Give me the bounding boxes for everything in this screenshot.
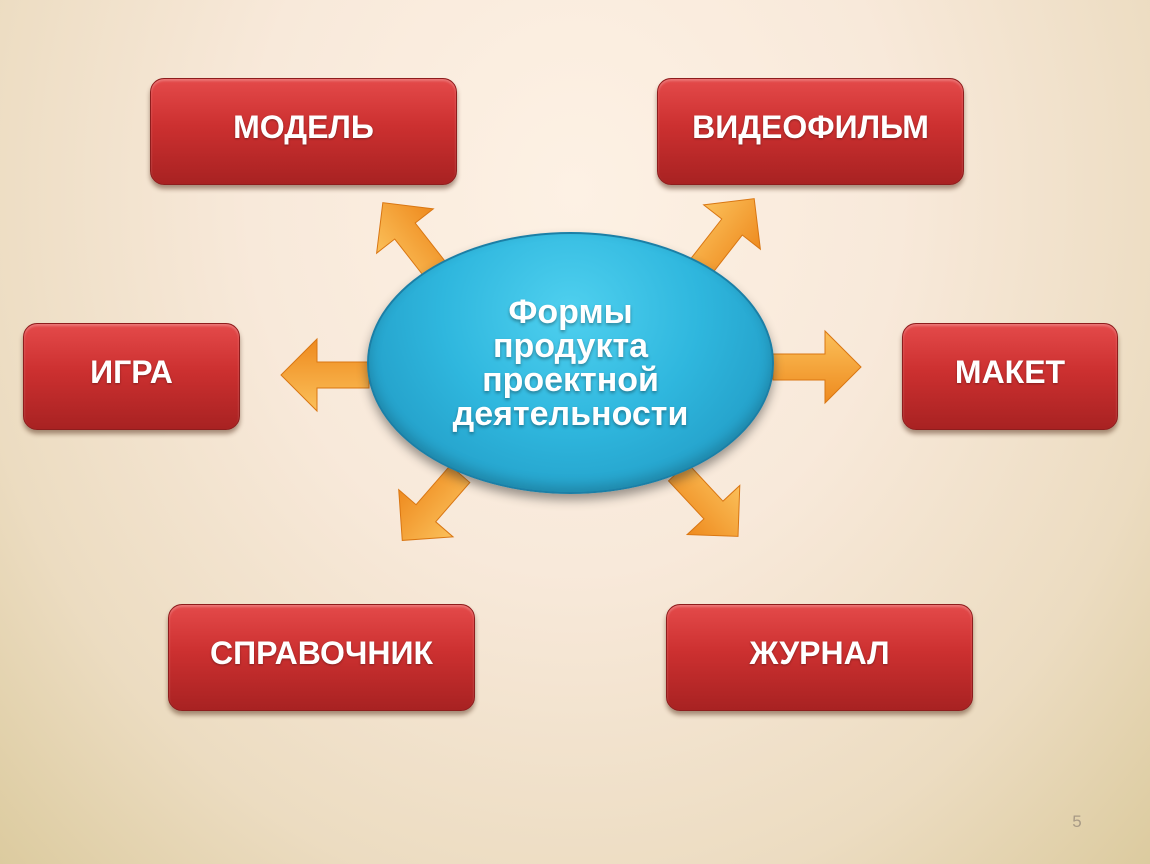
center-line-3: проектной (482, 361, 659, 399)
box-video-label: ВИДЕОФИЛЬМ (692, 109, 929, 145)
page-number: 5 (1072, 812, 1082, 831)
center-title: Формы продукта проектной деятельности (453, 295, 689, 431)
center-line-1: Формы (508, 293, 633, 331)
arrow-to-game (280, 338, 370, 412)
box-video: ВИДЕОФИЛЬМ (657, 78, 964, 185)
box-game: ИГРА (23, 323, 240, 430)
center-ellipse: Формы продукта проектной деятельности (367, 232, 774, 494)
box-game-label: ИГРА (90, 354, 173, 390)
box-mockup-label: МАКЕТ (954, 354, 1066, 390)
box-model: МОДЕЛЬ (150, 78, 457, 185)
box-reference: СПРАВОЧНИК (168, 604, 475, 711)
center-line-2: продукта (492, 327, 649, 365)
arrow-to-mockup (772, 330, 862, 404)
box-journal-label: ЖУРНАЛ (749, 635, 890, 671)
box-model-label: МОДЕЛЬ (233, 109, 374, 145)
center-line-4: деятельности (452, 395, 689, 433)
box-journal: ЖУРНАЛ (666, 604, 973, 711)
box-reference-label: СПРАВОЧНИК (209, 635, 434, 671)
box-mockup: МАКЕТ (902, 323, 1118, 430)
